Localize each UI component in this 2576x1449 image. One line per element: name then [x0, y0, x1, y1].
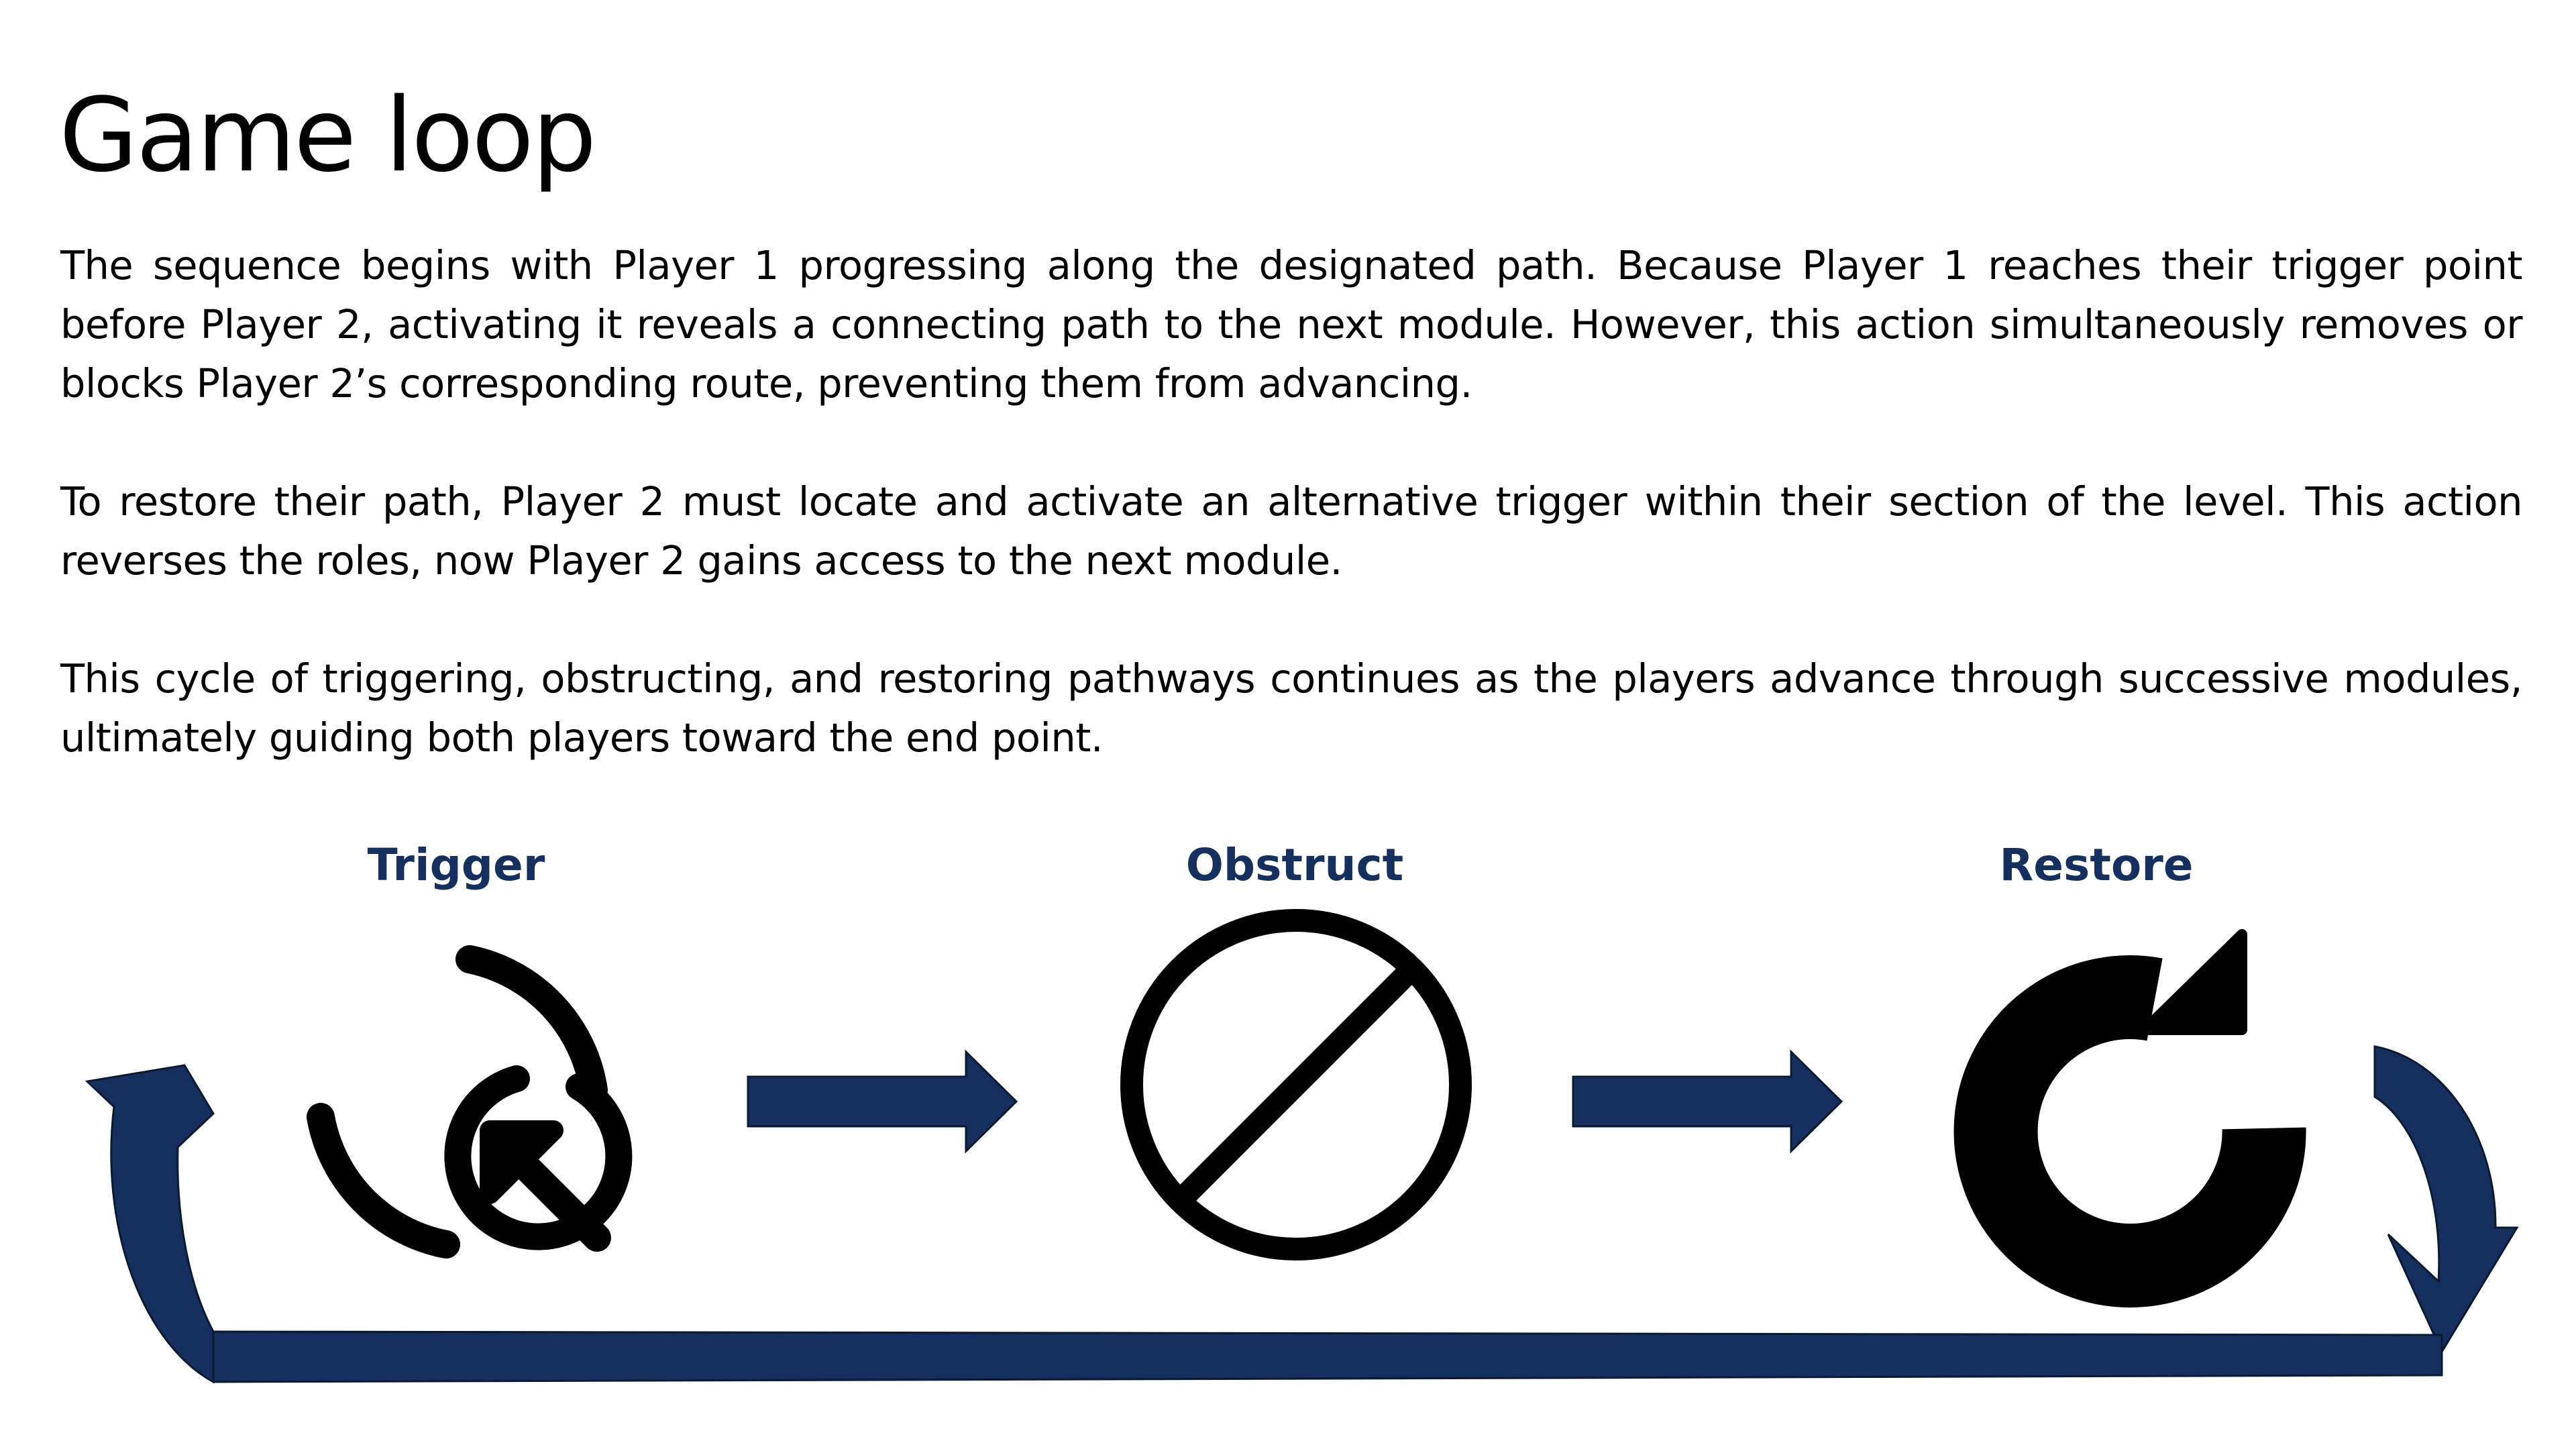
arrow-right-icon: [747, 1049, 1018, 1154]
step-label-trigger: Trigger: [367, 839, 545, 891]
trigger-tap-icon: [307, 945, 633, 1258]
loop-return-arrow: [85, 1045, 2519, 1384]
arrow-right-icon: [1572, 1049, 1843, 1154]
refresh-icon: [1953, 929, 2306, 1308]
loop-arrow-bottom-bar: [212, 1330, 2443, 1383]
paragraph-2: To restore their path, Player 2 must loc…: [60, 478, 2523, 584]
prohibited-icon: [1120, 909, 1472, 1260]
paragraph-1: The sequence begins with Player 1 progre…: [60, 242, 2523, 407]
step-label-restore: Restore: [1999, 839, 2194, 891]
page-title: Game loop: [59, 76, 597, 195]
loop-arrow-left-curve: [85, 1064, 215, 1384]
body-text: The sequence begins with Player 1 progre…: [60, 236, 2523, 767]
paragraph-3: This cycle of triggering, obstructing, a…: [60, 655, 2523, 761]
loop-arrow-right-curve: [2373, 1045, 2519, 1354]
step-label-obstruct: Obstruct: [1185, 839, 1404, 891]
